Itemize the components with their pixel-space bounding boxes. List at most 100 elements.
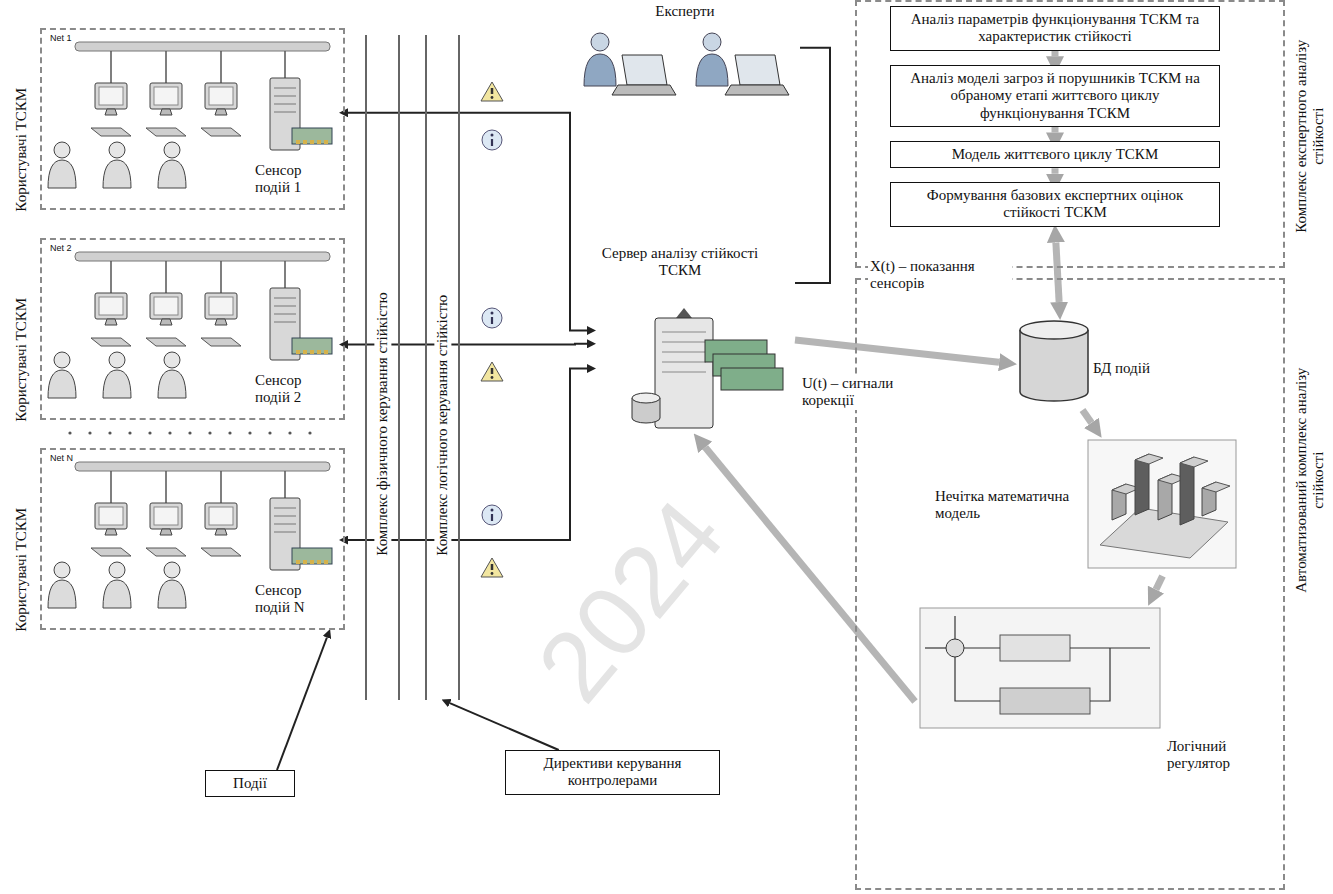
control-bar: Комплекс фізичного керування стійкістю [365,35,400,700]
data-flow-arrow [1052,51,1059,57]
warning-mark [491,376,494,379]
process-box: Формування базових експертних оцінок сті… [890,182,1220,227]
network-drop [220,261,222,293]
user-body [48,580,76,608]
server-slot [274,322,296,323]
server-slot [274,112,296,113]
monitor-stand [105,529,117,535]
model-block [1000,688,1090,714]
sensor-card [292,338,332,354]
monitor-stand [105,319,117,325]
card-contact [296,140,300,144]
card-contact [296,350,300,354]
network-drop [165,471,167,503]
process-box: Аналіз моделі загроз й порушників ТСКМ н… [890,65,1220,127]
network-group: Користувачі ТСКМNet 2Сенсор подій 2 [40,238,345,420]
analysis-server: Сервер аналізу стійкості ТСКМ [595,245,795,435]
monitor [95,293,127,319]
node-text: Автоматизований комплекс аналізу стійкос… [1293,350,1328,610]
warning-icon [481,362,503,381]
automated-region: Автоматизований комплекс аналізу стійкос… [855,278,1285,890]
info-mark [491,317,493,324]
card-contact [310,350,314,354]
server-slot [662,342,706,343]
card-contact [310,140,314,144]
link-line [450,703,559,750]
network-drop [110,261,112,293]
server-slot [274,532,296,533]
continuation-dot [268,431,271,434]
card-contact [317,350,321,354]
summing-junction [946,639,964,657]
server-slot [662,362,706,363]
sensor-card [292,128,332,144]
event-sensor: Сенсор подій 2 [245,272,340,417]
continuation-dot [308,431,311,434]
monitor-screen [209,297,233,315]
user-head [54,142,70,158]
database-cylinder [1020,321,1088,339]
user-body [48,160,76,188]
keyboard [146,338,186,346]
monitor-stand [215,529,227,535]
monitor-screen [154,297,178,315]
node-text: Комплекс фізичного керування стійкістю [374,175,391,555]
warning-mark [491,88,494,94]
server-slot [274,298,296,299]
user-head [109,562,125,578]
continuation-dot [168,431,171,434]
process-box: Аналіз параметрів функціонування ТСКМ та… [890,6,1220,51]
user-body [158,580,186,608]
node-text: Користувачі ТСКМ [13,241,30,421]
continuation-dot [248,431,251,434]
edge-label: U(t) – сигнали корекції [800,375,929,410]
user-head [164,562,180,578]
network-bus [75,252,330,261]
monitor-screen [154,87,178,105]
info-icon [482,130,502,150]
data-flow-arrow [1083,410,1092,423]
continuation-dot [148,431,151,434]
server-slot [662,352,706,353]
info-mark [491,509,494,512]
server-disk [632,393,660,403]
server-slot [274,516,296,517]
node-text: Формування базових експертних оцінок сті… [897,187,1213,222]
server-slot [274,508,296,509]
surface-plot-peak [1135,454,1163,464]
monitor-stand [160,319,172,325]
regulator-wire [925,647,946,648]
edge-label: X(t) – показання сенсорів [868,258,1012,293]
warning-mark [491,564,494,570]
node-text: Комплекс логічного керування стійкістю [434,175,451,555]
regulator-wire [954,616,955,639]
surface-plot-frame [1088,440,1236,568]
node-text: Net 2 [50,243,110,253]
card-contact [317,560,321,564]
continuation-dot [188,431,191,434]
user-body [103,580,131,608]
user-body [48,370,76,398]
info-mark [491,134,494,137]
server-antenna [676,308,692,318]
monitor-stand [105,109,117,115]
keyboard [201,338,241,346]
continuation-dot [88,431,91,434]
monitor-stand [215,319,227,325]
card-contact [303,140,307,144]
server-slot [274,88,296,89]
laptop-screen [735,55,780,85]
server-slot [274,314,296,315]
user-body [103,160,131,188]
process-box: Модель життєвого циклу ТСКМ [890,141,1220,168]
info-icon [482,505,502,525]
event-database: БД подій [1015,318,1165,410]
network-group: Користувачі ТСКМNet 1Сенсор подій 1 [40,28,345,210]
info-mark [491,312,494,315]
data-flow-arrow [1156,576,1163,590]
node-text: Сенсор подій 1 [255,162,330,197]
node-text: Нечітка математична модель [935,488,1075,523]
warning-mark [491,572,494,575]
monitor-stand [160,109,172,115]
